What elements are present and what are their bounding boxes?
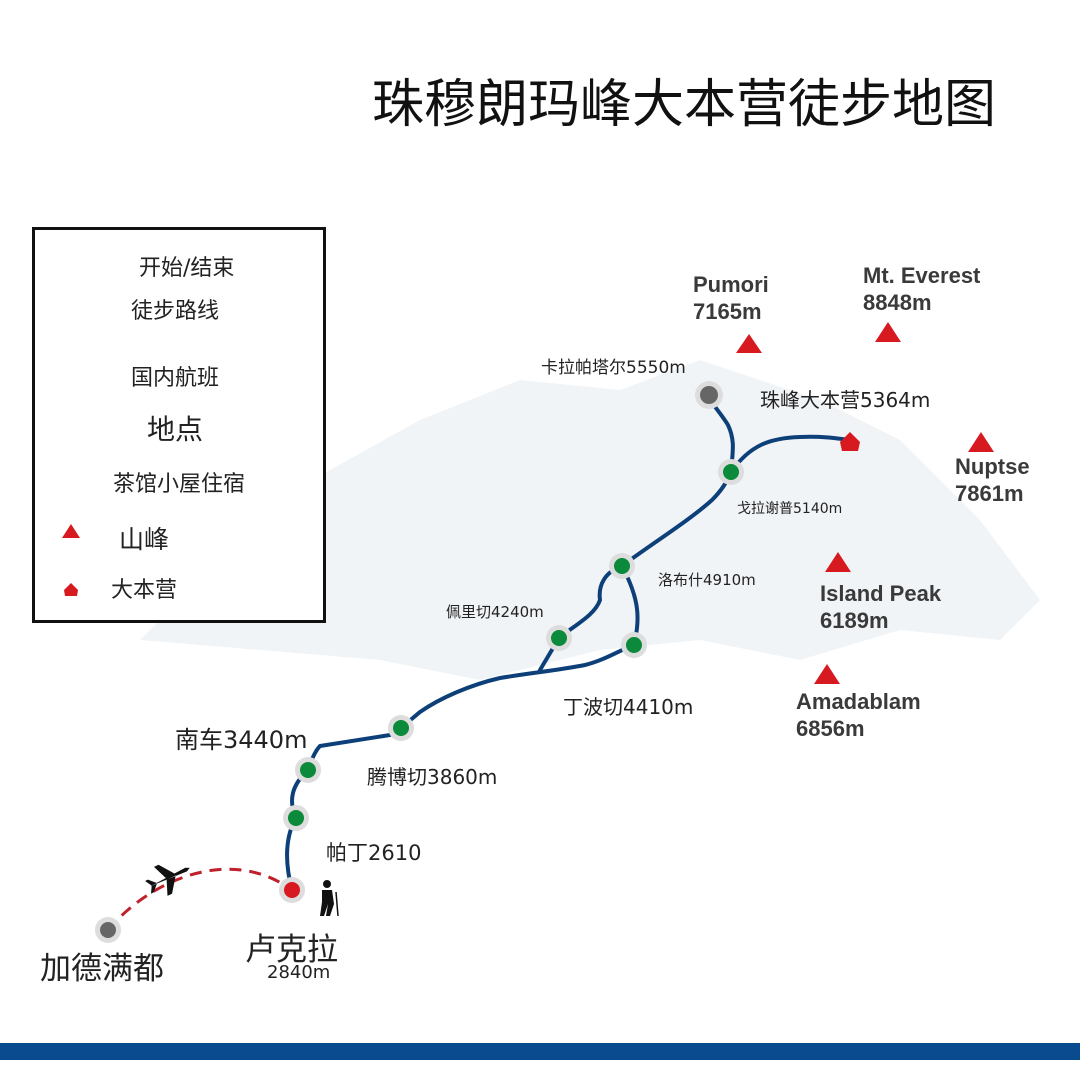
mountain-backdrop <box>140 360 1040 680</box>
flight-path <box>106 867 293 931</box>
teahouse-namche[interactable] <box>300 762 316 778</box>
label-lukla: 卢克拉 <box>245 932 338 968</box>
label-dingboche: 丁波切4410m <box>563 695 694 719</box>
legend-trek-route: 徒步路线 <box>131 299 220 324</box>
peak-icon-pumori[interactable] <box>736 334 762 353</box>
peak-icon-amadablam[interactable] <box>814 664 840 684</box>
peak-icon-island-peak[interactable] <box>825 552 851 572</box>
teahouse-phakding[interactable] <box>288 810 304 826</box>
label-gorak-shep: 戈拉谢普5140m <box>737 501 843 517</box>
label-namche: 南车3440m <box>175 726 308 754</box>
teahouse-pheriche[interactable] <box>551 630 567 646</box>
footer-bar <box>0 1043 1080 1060</box>
teahouse-tengboche[interactable] <box>393 720 409 736</box>
label-tengboche: 腾博切3860m <box>367 765 498 789</box>
label-kala-patthar: 卡拉帕塔尔5550m <box>541 358 686 378</box>
base-camp-icon[interactable] <box>840 432 860 451</box>
legend-peak: 山峰 <box>119 525 170 554</box>
label-lukla-altitude: 2840m <box>267 962 331 983</box>
hiker-icon <box>320 880 339 917</box>
location-marker-kala-patthar[interactable] <box>695 381 723 409</box>
teahouse-dingboche[interactable] <box>626 637 642 653</box>
page-title: 珠穆朗玛峰大本营徒步地图 <box>372 75 997 135</box>
start-marker-lukla[interactable] <box>279 877 305 903</box>
label-phakding: 帕丁2610 <box>326 841 422 865</box>
label-lobuche: 洛布什4910m <box>658 571 756 589</box>
legend-start-end: 开始/结束 <box>139 256 235 281</box>
label-ebc: 珠峰大本营5364m <box>760 388 931 412</box>
legend: 开始/结束 徒步路线 国内航班 地点 茶馆小屋住宿 山峰 大本营 <box>32 227 326 623</box>
legend-base-camp-icon <box>64 583 78 596</box>
legend-location: 地点 <box>147 413 204 446</box>
label-pheriche: 佩里切4240m <box>446 603 544 621</box>
legend-domestic-flight: 国内航班 <box>131 366 220 391</box>
location-marker-kathmandu[interactable] <box>95 917 121 943</box>
label-kathmandu: 加德满都 <box>40 951 164 987</box>
legend-teahouse: 茶馆小屋住宿 <box>113 472 246 497</box>
legend-base-camp: 大本营 <box>111 578 178 603</box>
legend-peak-icon <box>62 524 80 538</box>
peak-icon-everest[interactable] <box>875 322 901 342</box>
teahouse-lobuche[interactable] <box>614 558 630 574</box>
teahouse-gorak-shep[interactable] <box>723 464 739 480</box>
airplane-icon <box>145 864 190 896</box>
peak-icon-nuptse[interactable] <box>968 432 994 452</box>
